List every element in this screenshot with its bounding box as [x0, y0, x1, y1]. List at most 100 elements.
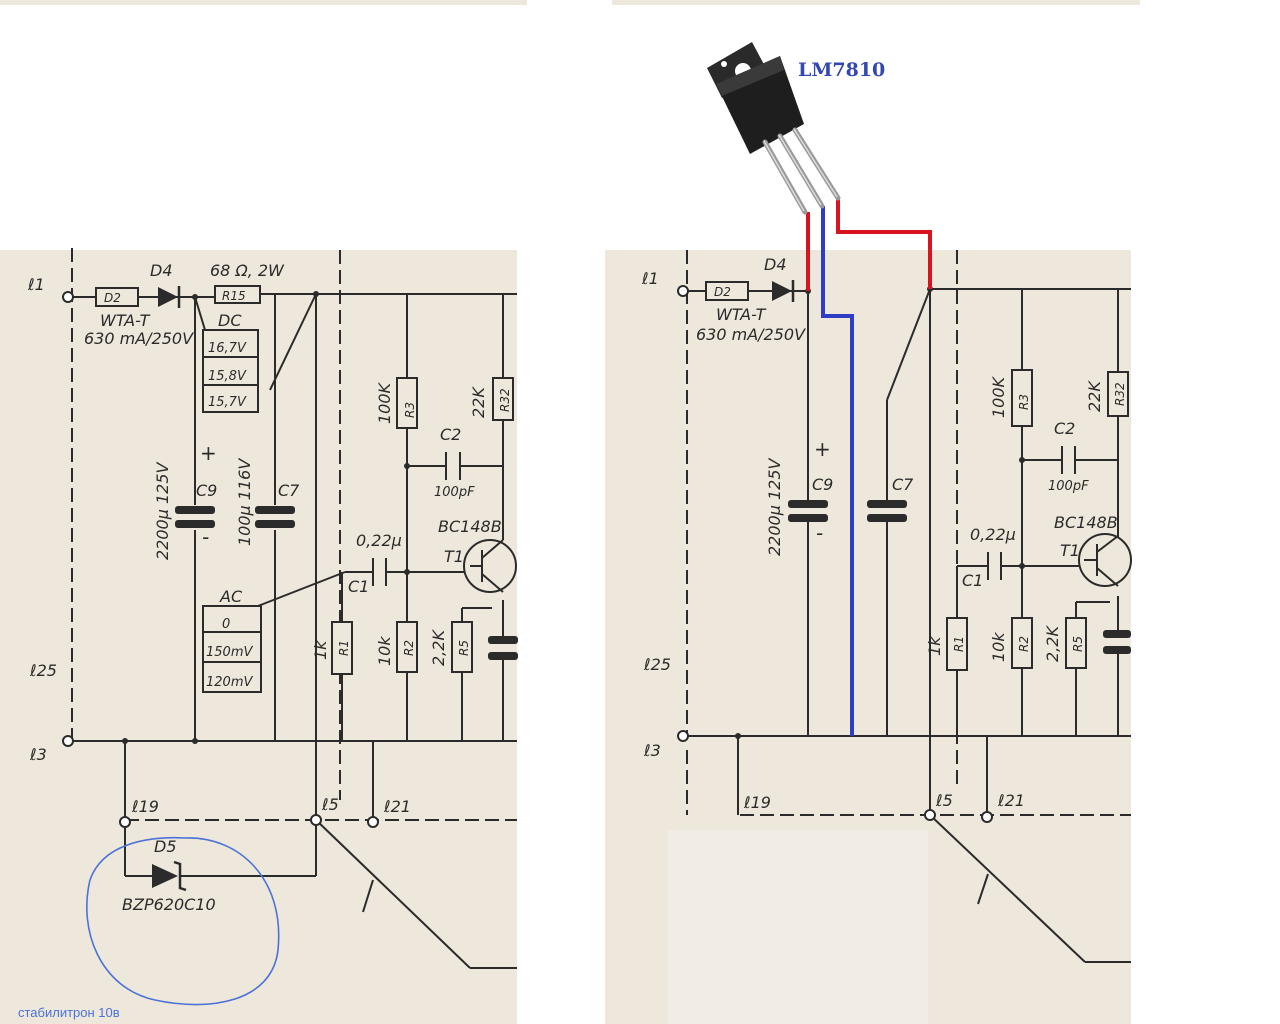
left-c7-id: C7: [278, 481, 300, 500]
right-c2-id: C2: [1054, 419, 1075, 438]
dc-box: [202, 329, 259, 413]
right-c9-minus: -: [816, 521, 823, 545]
resistor-r2: [396, 621, 418, 673]
left-label-l3: ℓ3: [29, 745, 47, 764]
right-fuse-rating: 630 mA/250V: [696, 325, 806, 344]
transistor-t1: [463, 539, 517, 593]
right-resistor-r1: [946, 617, 968, 671]
right-cap-c9: [788, 500, 828, 508]
regulator-label: LM7810: [798, 59, 885, 81]
blue-wire-ground: [821, 206, 854, 736]
left-label-l25: ℓ25: [29, 661, 57, 680]
left-r32-id: R32: [498, 388, 512, 412]
left-ac-title: AC: [219, 587, 243, 606]
resistor-r1: [331, 621, 353, 675]
right-label-l21: ℓ21: [997, 791, 1025, 810]
right-c2-value: 100pF: [1048, 479, 1089, 494]
left-label-l1: ℓ1: [27, 275, 45, 294]
fuse-d2: [95, 287, 139, 307]
left-dc-value-2: 15,8V: [208, 369, 247, 384]
right-r5-id: R5: [1071, 636, 1085, 652]
right-label-l25: ℓ25: [643, 655, 671, 674]
left-r2-value: 10k: [375, 636, 394, 666]
left-d5-type: BZP620C10: [122, 895, 216, 914]
right-terminal-l1: [677, 285, 689, 297]
left-r3-id: R3: [403, 402, 417, 418]
left-t1-id: T1: [444, 547, 464, 566]
left-c2-value: 100pF: [434, 485, 475, 500]
right-c9-id: C9: [812, 475, 833, 494]
left-c9-minus: -: [202, 525, 209, 549]
right-t1-id: T1: [1060, 541, 1080, 560]
right-c9-plus: +: [814, 437, 831, 461]
right-terminal-l5: [924, 809, 936, 821]
ac-box: [202, 605, 262, 693]
right-c7-id: C7: [892, 475, 914, 494]
left-r32-value: 22K: [469, 386, 488, 418]
right-resistor-r32: [1107, 371, 1129, 417]
left-r5-id: R5: [457, 640, 471, 656]
right-terminal-l3: [677, 730, 689, 742]
left-c7-value: 100µ 116V: [235, 458, 254, 546]
left-label-l21: ℓ21: [383, 797, 411, 816]
left-label-l19: ℓ19: [131, 797, 159, 816]
zener-highlight-circle: [86, 836, 280, 1006]
left-d4-label: D4: [150, 261, 173, 280]
left-t1-type: BC148B: [438, 517, 502, 536]
right-c1-id: C1: [962, 571, 983, 590]
to220-regulator-icon: [707, 42, 841, 215]
right-fuse-d2: [705, 281, 749, 301]
right-r5-value: 2,2K: [1043, 625, 1062, 662]
right-c1-value: 0,22µ: [970, 525, 1016, 544]
terminal-l5: [310, 814, 322, 826]
right-r32-value: 22K: [1085, 380, 1104, 412]
right-fuse-type: WTA-T: [716, 305, 767, 324]
right-resistor-r3: [1011, 369, 1033, 427]
left-r1-id: R1: [337, 640, 351, 656]
right-resistor-r2: [1011, 617, 1033, 669]
zener-note: стабилитрон 10в: [18, 1005, 120, 1020]
right-d4-label: D4: [764, 255, 787, 274]
left-c9-plus: +: [200, 441, 217, 465]
right-transistor-t1: [1078, 533, 1132, 587]
left-dc-title: DC: [218, 311, 242, 330]
left-c9-value: 2200µ 125V: [153, 461, 172, 560]
left-ac-value-2: 150mV: [206, 645, 253, 660]
right-erased-area: [668, 830, 928, 1024]
left-label-l5: ℓ5: [321, 795, 339, 814]
right-t1-type: BC148B: [1054, 513, 1118, 532]
left-dc-value-1: 16,7V: [208, 341, 247, 356]
left-r3-value: 100K: [375, 381, 394, 424]
right-label-l19: ℓ19: [743, 793, 771, 812]
right-r2-id: R2: [1017, 636, 1031, 652]
left-fuse-rating: 630 mA/250V: [84, 329, 194, 348]
terminal-l3: [62, 735, 74, 747]
right-schematic: LM7810 ℓ1 ℓ25 ℓ3 ℓ19 ℓ5 ℓ21 D2 WTA-T 630…: [605, 0, 1140, 1024]
left-r5-value: 2,2K: [429, 629, 448, 666]
terminal-l19: [119, 816, 131, 828]
terminal-l1: [62, 291, 74, 303]
left-c1-id: C1: [348, 577, 369, 596]
left-r1-value: 1k: [311, 640, 330, 660]
terminal-l21: [367, 816, 379, 828]
left-c2-id: C2: [440, 425, 461, 444]
left-ac-value-3: 120mV: [206, 675, 253, 690]
left-top-strip: [0, 0, 527, 5]
right-label-l3: ℓ3: [643, 741, 661, 760]
resistor-r3: [396, 377, 418, 429]
left-r15-id: R15: [222, 289, 246, 303]
diode-d4: [158, 287, 178, 307]
left-ac-value-1: 0: [222, 617, 230, 632]
right-cap-c7: [867, 500, 907, 508]
cap-c9: [175, 506, 215, 514]
left-schematic: ℓ1 ℓ25 ℓ3 ℓ19 ℓ5 ℓ21 D2 WTA-T 630 mA/250…: [0, 0, 527, 1024]
right-label-l1: ℓ1: [641, 269, 659, 288]
right-r1-value: 1k: [925, 636, 944, 656]
right-resistor-r5: [1065, 617, 1087, 669]
right-r3-id: R3: [1017, 394, 1031, 410]
right-r3-value: 100K: [989, 375, 1008, 418]
right-c9-value: 2200µ 125V: [765, 457, 784, 556]
right-cap-edge: [1103, 630, 1131, 638]
red-wire-output: [836, 198, 932, 289]
